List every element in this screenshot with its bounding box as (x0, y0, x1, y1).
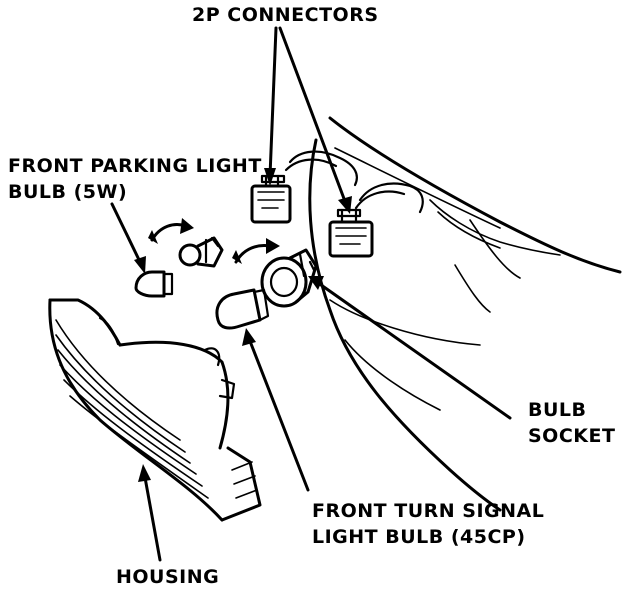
label-bulb-socket-line2: SOCKET (528, 425, 616, 447)
vehicle-body-panel (308, 116, 622, 512)
label-bulb-socket-line1: BULB (528, 399, 587, 421)
bulb-socket (260, 248, 318, 308)
leader-lines (110, 26, 512, 562)
right-connector (328, 182, 424, 258)
label-housing: HOUSING (116, 566, 220, 588)
label-turn-signal-line1: FRONT TURN SIGNAL (312, 500, 545, 522)
label-turn-signal-line2: LIGHT BULB (45CP) (312, 526, 526, 548)
parking-rotate-arrow (148, 218, 194, 244)
label-parking-bulb-line2: BULB (5W) (8, 181, 128, 203)
socket-rotate-arrow (232, 238, 280, 264)
label-2p-connectors: 2P CONNECTORS (192, 4, 379, 26)
light-housing (48, 298, 262, 522)
parking-bulb-holder (178, 236, 224, 268)
left-connector (250, 150, 358, 224)
parking-bulb (134, 270, 174, 298)
turn-signal-bulb (215, 288, 270, 330)
label-parking-bulb-line1: FRONT PARKING LIGHT (8, 155, 262, 177)
